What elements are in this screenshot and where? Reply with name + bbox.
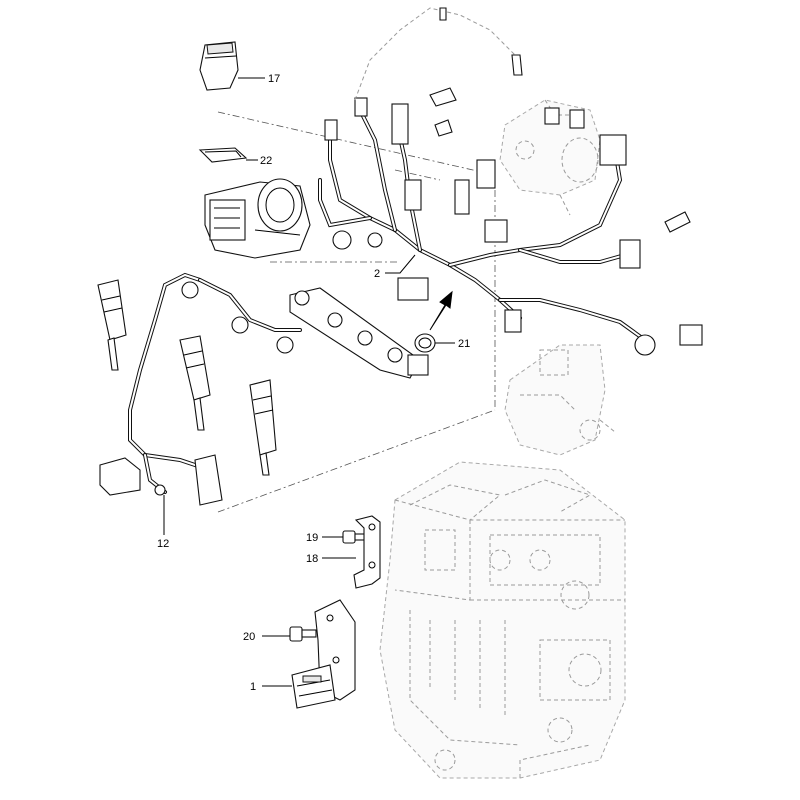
callout-numbers: 17 22 2 21 12 19 18 20 1 xyxy=(157,73,470,693)
part-12-injector-harness xyxy=(99,272,302,506)
exhaust-temp-sensor-lead xyxy=(354,7,691,233)
part-17-cover xyxy=(199,41,239,91)
assembly-arrow xyxy=(429,290,453,331)
intake-throttle-unit xyxy=(204,178,311,259)
callout-21: 21 xyxy=(458,338,470,350)
engine-block-ghost xyxy=(379,461,626,779)
callout-18: 18 xyxy=(306,553,318,565)
callout-19: 19 xyxy=(306,532,318,544)
callout-12: 12 xyxy=(157,538,169,550)
callout-leaders xyxy=(163,77,455,687)
callout-17: 17 xyxy=(268,73,280,85)
callout-2: 2 xyxy=(374,268,380,280)
fuel-pump-ghost xyxy=(504,344,616,456)
part-19-bolt xyxy=(342,530,368,544)
assembly-guide-lines xyxy=(217,111,496,513)
part-2-wiring-harness xyxy=(318,97,703,356)
part-22-seal xyxy=(198,147,248,163)
callout-20: 20 xyxy=(243,631,255,643)
callout-1: 1 xyxy=(250,681,256,693)
part-1-plate xyxy=(291,664,336,709)
part-18-bracket xyxy=(353,515,381,589)
callout-22: 22 xyxy=(260,155,272,167)
part-20-bolt xyxy=(289,626,317,642)
part-21-clip xyxy=(414,333,436,353)
fuel-rail xyxy=(289,287,429,379)
fuel-injectors xyxy=(97,279,277,476)
